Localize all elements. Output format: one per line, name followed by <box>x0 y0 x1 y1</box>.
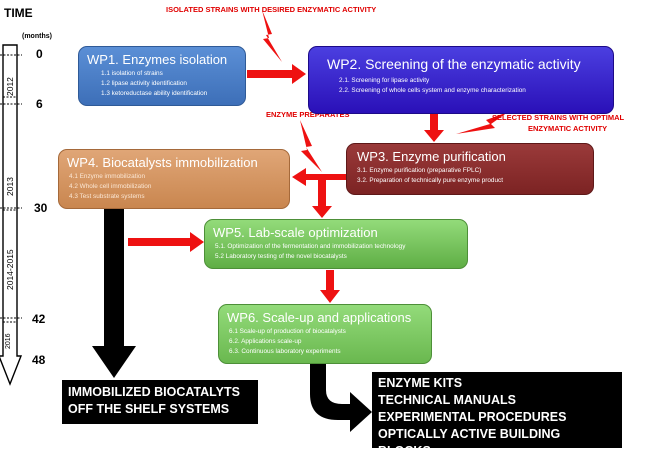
annotation-enzyme-preparates: ENZYME PREPARATES <box>266 110 350 119</box>
tick-0: 0 <box>36 47 43 61</box>
tick-48: 48 <box>32 353 46 367</box>
wp3-title: WP3. Enzyme purification <box>357 149 506 164</box>
arrow-wp6-to-outputs-right <box>310 364 372 432</box>
output-right-line: OPTICALLY ACTIVE BUILDING BLOCKS <box>378 427 561 458</box>
wp4-box: WP4. Biocatalysts immobilization 4.1 Enz… <box>58 149 290 209</box>
output-right-line: EXPERIMENTAL PROCEDURES <box>378 410 567 424</box>
output-right-line: TECHNICAL MANUALS <box>378 393 516 407</box>
year-2013: 2013 <box>5 177 15 196</box>
tick-6: 6 <box>36 97 43 111</box>
output-arrows <box>92 209 372 432</box>
output-left-line: OFF THE SHELF SYSTEMS <box>68 402 230 416</box>
annotation-selected-strains-1: SELECTED STRAINS WITH OPTIMAL <box>492 113 625 122</box>
wp6-item: 6.1 Scale-up of production of biocatalys… <box>229 328 346 335</box>
wp4-item: 4.2 Whole cell immobilization <box>69 183 152 190</box>
timeline-arrow <box>0 44 23 386</box>
wp6-item: 6.2. Applications scale-up <box>229 338 302 345</box>
wp5-title: WP5. Lab-scale optimization <box>213 225 378 240</box>
annotation-selected-strains-2: ENZYMATIC ACTIVITY <box>528 124 608 133</box>
wp2-title: WP2. Screening of the enzymatic activity <box>327 56 581 72</box>
wp2-box: WP2. Screening of the enzymatic activity… <box>308 46 614 114</box>
output-box-left: IMMOBILIZED BIOCATALYTS OFF THE SHELF SY… <box>62 380 258 424</box>
lightning-bolt-middle <box>300 120 322 172</box>
wp5-box: WP5. Lab-scale optimization 5.1. Optimiz… <box>204 219 468 269</box>
wp6-box: WP6. Scale-up and applications 6.1 Scale… <box>218 304 432 364</box>
wp5-item: 5.2 Laboratory testing of the novel bioc… <box>215 253 347 260</box>
wp1-box: WP1. Enzymes isolation 1.1 isolation of … <box>78 46 246 106</box>
arrow-wp3-to-wp5 <box>312 180 332 218</box>
wp6-item: 6.3. Continuous laboratory experiments <box>229 348 341 355</box>
year-2012: 2012 <box>5 77 15 96</box>
wp5-item: 5.1. Optimization of the fermentation an… <box>215 243 406 250</box>
wp1-title: WP1. Enzymes isolation <box>87 52 228 67</box>
wp3-box: WP3. Enzyme purification 3.1. Enzyme pur… <box>346 143 594 195</box>
tick-42: 42 <box>32 312 46 326</box>
arrow-wp2-to-wp3 <box>424 114 444 142</box>
months-label: (months) <box>22 33 52 40</box>
wp1-item: 1.1 isolation of strains <box>101 70 163 77</box>
year-2016: 2016 <box>5 333 12 349</box>
wp4-item: 4.3 Test substrate systems <box>69 193 145 200</box>
output-box-right: ENZYME KITS TECHNICAL MANUALS EXPERIMENT… <box>372 372 622 458</box>
annotation-isolated-strains: ISOLATED STRAINS WITH DESIRED ENZYMATIC … <box>166 5 377 14</box>
wp2-item: 2.2. Screening of whole cells system and… <box>339 87 526 94</box>
arrow-wp5-to-wp6 <box>320 270 340 303</box>
wp4-item: 4.1 Enzyme immobilization <box>69 173 146 180</box>
wp2-item: 2.1. Screening for lipase activity <box>339 77 430 84</box>
lightning-bolt-right <box>456 112 508 134</box>
tick-30: 30 <box>34 201 48 215</box>
wp1-item: 1.3 ketoreductase ability identification <box>101 90 208 97</box>
wp3-item: 3.1. Enzyme purification (preparative FP… <box>357 167 482 174</box>
arrow-wp3-to-wp4 <box>292 168 346 186</box>
output-left-line: IMMOBILIZED BIOCATALYTS <box>68 385 240 399</box>
flow-arrows <box>128 64 444 303</box>
year-2014-2015: 2014-2015 <box>5 249 15 290</box>
arrow-wp4-to-outputs-left <box>92 209 136 378</box>
output-right-line: ENZYME KITS <box>378 376 463 390</box>
wp3-item: 3.2. Preparation of technically pure enz… <box>357 177 504 184</box>
arrow-wp4-to-wp5 <box>128 232 204 252</box>
wp1-item: 1.2 lipase activity identification <box>101 80 187 87</box>
time-label: TIME <box>4 6 33 20</box>
wp6-title: WP6. Scale-up and applications <box>227 310 412 325</box>
lightning-bolt-top <box>262 10 282 62</box>
arrow-wp1-to-wp2 <box>247 64 306 84</box>
wp4-title: WP4. Biocatalysts immobilization <box>67 155 258 170</box>
